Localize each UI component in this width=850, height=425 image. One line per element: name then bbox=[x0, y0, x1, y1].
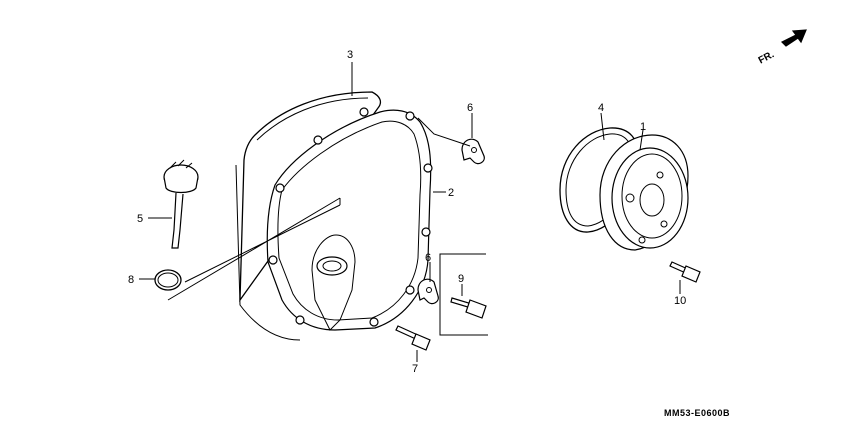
callout-3: 3 bbox=[347, 49, 353, 61]
callout-6-lower: 6 bbox=[425, 252, 431, 264]
cable-clamp-lower bbox=[417, 278, 439, 305]
bolt-10 bbox=[669, 261, 701, 283]
front-direction-indicator: FR. bbox=[757, 29, 807, 67]
front-label: FR. bbox=[757, 49, 777, 66]
callout-8: 8 bbox=[128, 274, 134, 286]
gasket-outline bbox=[235, 91, 382, 341]
callout-10: 10 bbox=[674, 295, 686, 307]
callout-5: 5 bbox=[137, 213, 143, 225]
group-bracket bbox=[439, 253, 488, 336]
leader-lines bbox=[139, 62, 681, 362]
assembly-line bbox=[167, 197, 341, 301]
callout-1: 1 bbox=[640, 121, 646, 133]
callout-9: 9 bbox=[458, 273, 464, 285]
callout-7: 7 bbox=[412, 363, 418, 375]
bolt-9 bbox=[450, 297, 487, 319]
cable-clamp-top bbox=[461, 138, 485, 165]
callout-6-top: 6 bbox=[467, 102, 473, 114]
callout-2: 2 bbox=[448, 187, 454, 199]
clamp-leader-line bbox=[417, 117, 471, 147]
flange-bolt bbox=[395, 325, 431, 351]
oil-filler-cap bbox=[163, 159, 199, 249]
callout-4: 4 bbox=[598, 102, 604, 114]
pulser-cover bbox=[599, 134, 689, 251]
o-ring bbox=[154, 269, 182, 291]
diagram-code: MM53-E0600B bbox=[664, 408, 730, 418]
front-arrow-icon bbox=[780, 29, 807, 47]
crankcase-cover bbox=[266, 107, 433, 331]
